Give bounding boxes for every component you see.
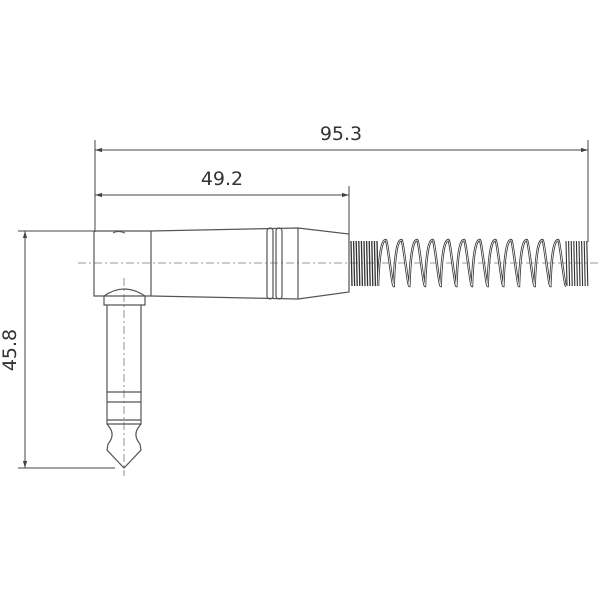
spring-coil: [350, 240, 353, 287]
spring-coil: [358, 240, 361, 287]
spring-strain-relief: [350, 238, 589, 288]
spring-coil: [586, 240, 589, 287]
spring-coil: [355, 240, 358, 287]
spring-coil: [363, 240, 366, 287]
spring-coil: [360, 240, 364, 287]
spring-coil: [578, 240, 581, 287]
spring-coil: [368, 240, 371, 287]
dimension-label-overall: 95.3: [320, 123, 362, 145]
spring-coil: [570, 240, 573, 287]
spring-coil-path: [377, 239, 567, 287]
dimension-body-length: [95, 186, 350, 236]
spring-coil: [583, 240, 586, 287]
spring-coil: [371, 240, 374, 287]
dimension-label-height: 45.8: [0, 329, 21, 371]
plug-shaft: [103, 288, 146, 469]
spring-coil: [565, 240, 568, 287]
spring-coil: [365, 240, 369, 287]
spring-coil: [573, 240, 576, 287]
spring-coil: [568, 240, 571, 287]
dimension-overall-length: [94, 140, 589, 242]
spring-coil: [352, 240, 356, 287]
spring-coil: [575, 240, 578, 287]
dimension-label-body: 49.2: [201, 168, 243, 190]
plug-body: [93, 227, 350, 300]
spring-coil: [373, 240, 377, 287]
dimension-height: [18, 230, 115, 469]
centerline: [78, 262, 600, 476]
spring-coil: [581, 240, 584, 287]
